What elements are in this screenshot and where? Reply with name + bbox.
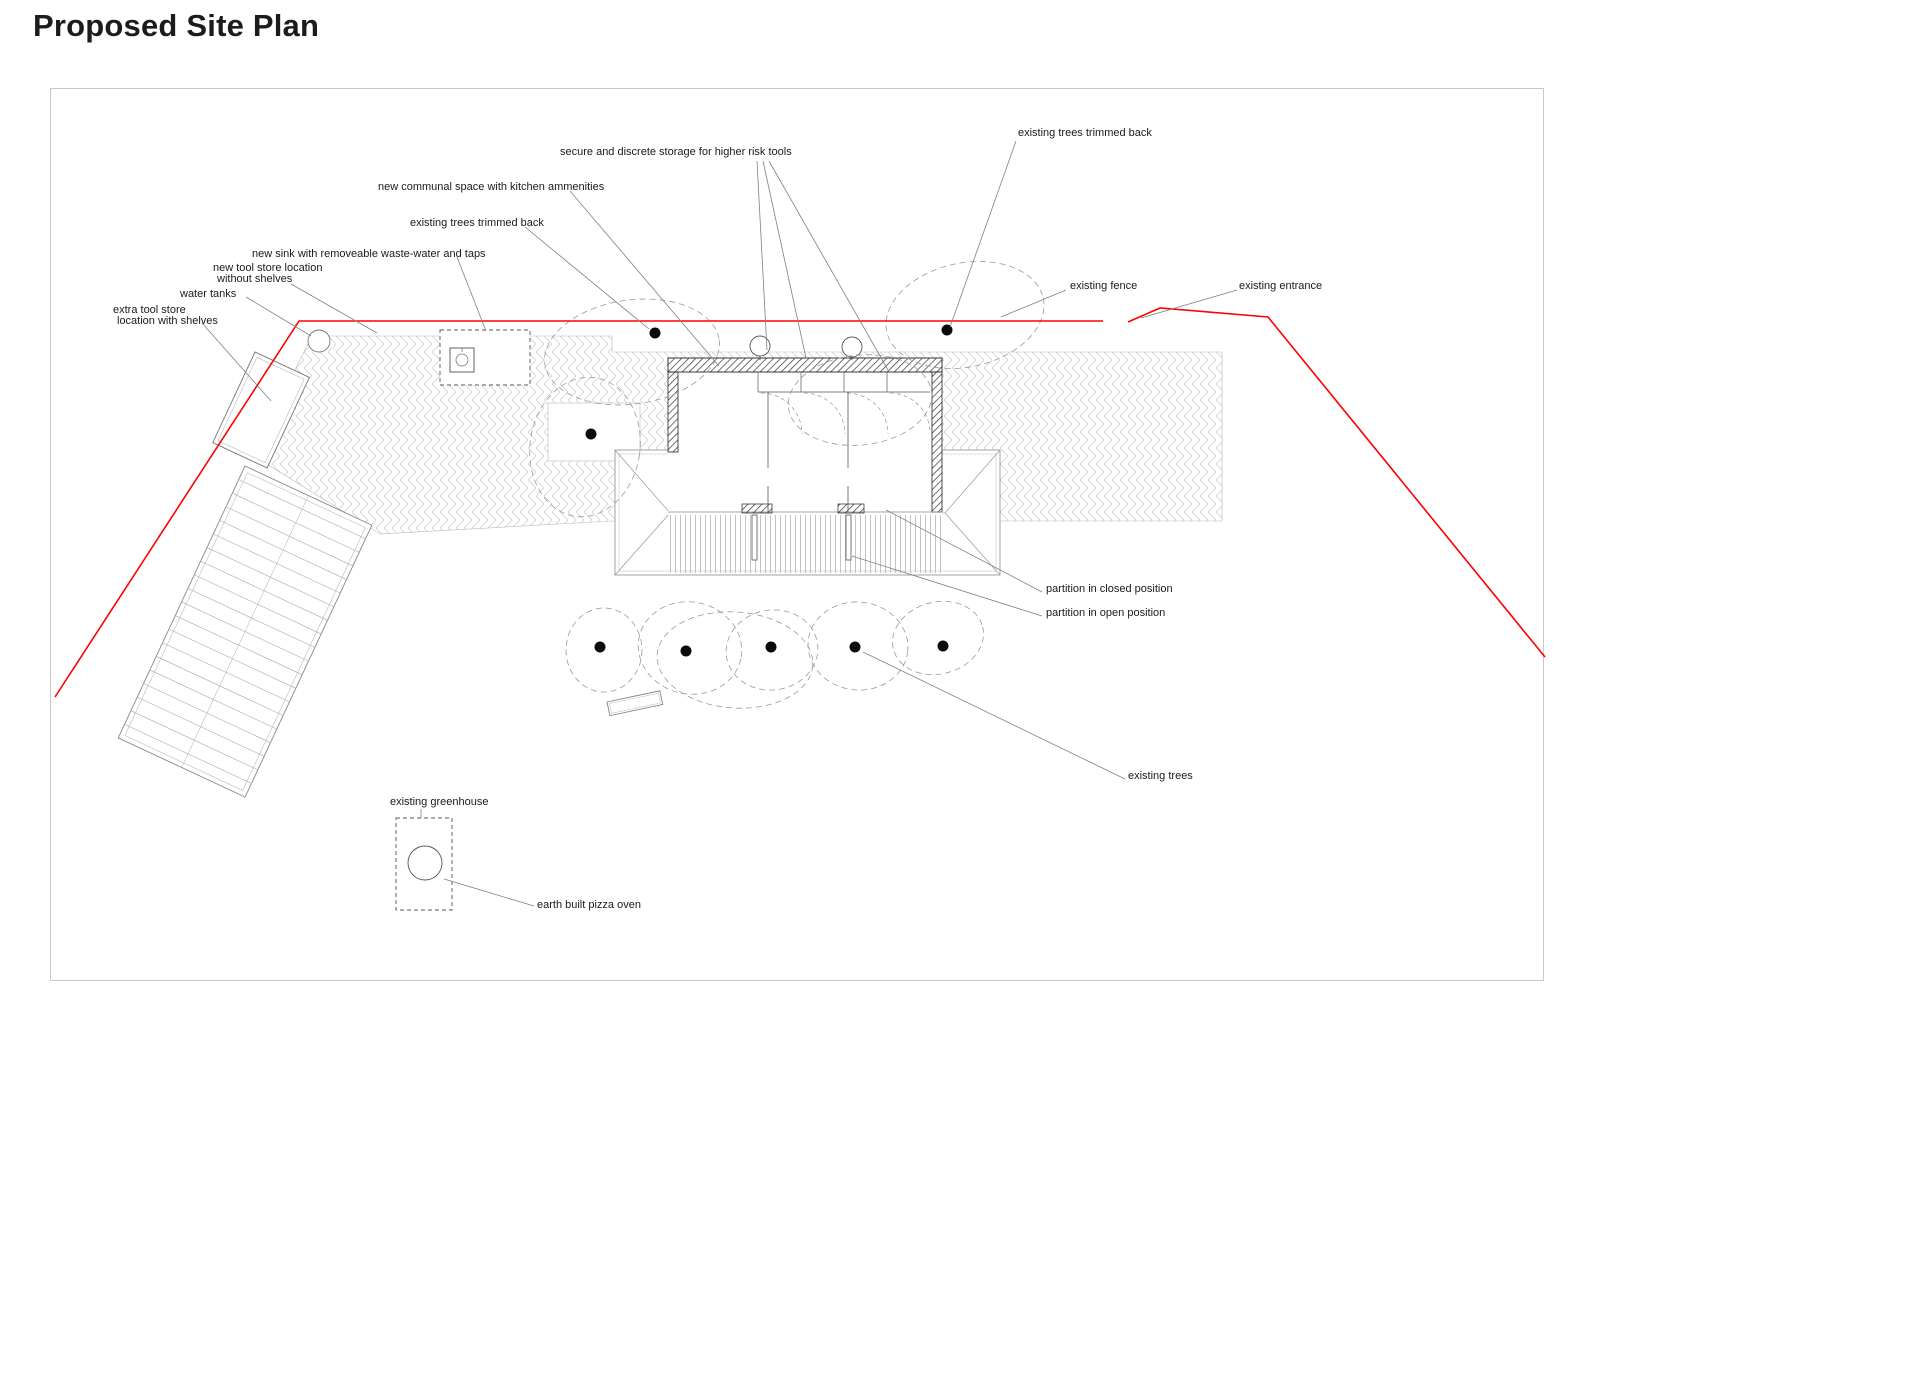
water-tank (307, 329, 331, 353)
partition-open (845, 514, 852, 561)
partition-closed-pier (741, 503, 773, 514)
deck-planks (670, 514, 945, 573)
label-secure-storage: secure and discrete storage for higher r… (560, 146, 792, 158)
west-wall (667, 371, 679, 453)
page-title: Proposed Site Plan (33, 8, 320, 43)
extra-tool-store (212, 351, 310, 469)
label-existing-trees-trimmed-back-right: existing trees trimmed back (1018, 127, 1152, 139)
label-extra-tool-store: extra tool store location with shelves (113, 305, 218, 327)
east-wall (931, 371, 943, 513)
label-new-tool-store-line2: without shelves (217, 273, 293, 285)
roof-vent (841, 336, 863, 358)
label-existing-trees: existing trees (1128, 770, 1193, 782)
partition-open (751, 514, 758, 561)
label-existing-trees-trimmed-back-left: existing trees trimmed back (410, 217, 544, 229)
label-new-tool-store: new tool store location without shelves (213, 263, 322, 285)
tree-canopies (529, 261, 1045, 709)
label-water-tanks: water tanks (180, 288, 237, 300)
tree-dots (585, 324, 953, 657)
label-new-sink: new sink with removeable waste-water and… (252, 248, 486, 260)
secure-storage-cells (757, 372, 930, 393)
label-existing-greenhouse: existing greenhouse (390, 796, 489, 808)
sink-unit (439, 329, 531, 386)
label-new-tool-store-line1: new tool store location (213, 262, 323, 274)
label-extra-tool-store-line2: location with shelves (117, 315, 218, 327)
label-partition-open: partition in open position (1046, 607, 1166, 619)
site-boundary (54, 307, 1546, 698)
pizza-oven (407, 845, 443, 881)
label-extra-tool-store-line1: extra tool store (113, 304, 186, 316)
label-pizza-oven: earth built pizza oven (537, 899, 641, 911)
partition-closed-pier (837, 503, 865, 514)
interior-partitions (767, 392, 849, 512)
leader-lines (201, 140, 1238, 907)
north-wall (667, 357, 943, 373)
label-existing-fence: existing fence (1070, 280, 1138, 292)
label-communal-space: new communal space with kitchen ammeniti… (378, 181, 605, 193)
label-partition-closed: partition in closed position (1046, 583, 1173, 595)
label-existing-entrance: existing entrance (1239, 280, 1323, 292)
panel-array (117, 465, 373, 798)
greenhouse (395, 817, 453, 911)
bench (606, 690, 664, 717)
